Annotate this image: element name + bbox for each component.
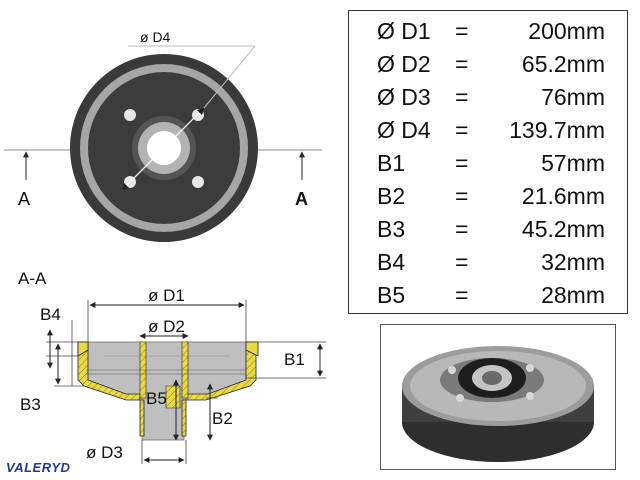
photo-bolt-1	[448, 366, 456, 374]
center-web	[165, 385, 181, 409]
section-label-left: A	[18, 189, 30, 209]
section-title: A-A	[18, 269, 47, 288]
spec-table: Ø D1 = 200mm Ø D2 = 65.2mm Ø D3 = 76mm Ø…	[348, 10, 628, 314]
spec-row-d3: Ø D3 = 76mm	[349, 81, 627, 113]
drum-section-wall	[77, 341, 145, 437]
drum-flange-left	[77, 341, 89, 357]
bolt-hole-2	[192, 109, 204, 121]
spec-row-d4: Ø D4 = 139.7mm	[349, 114, 627, 146]
section-view: A-A ø D1 ø D2 ø D3 B1	[18, 269, 326, 464]
spec-value: 32mm	[541, 249, 605, 275]
spec-row-b1: B1 = 57mm	[349, 147, 627, 179]
spec-value: 28mm	[541, 282, 605, 308]
b4-label: B4	[40, 305, 61, 324]
bolt-hole-1	[124, 109, 136, 121]
spec-equals: =	[455, 216, 469, 242]
spec-equals: =	[455, 117, 469, 143]
drum-flange-right	[245, 341, 259, 357]
spec-row-d2: Ø D2 = 65.2mm	[349, 48, 627, 80]
spec-row-b5: B5 = 28mm	[349, 279, 627, 311]
spec-equals: =	[455, 150, 469, 176]
spec-symbol: Ø D4	[377, 117, 431, 143]
spec-symbol: B3	[377, 216, 406, 242]
spec-value: 45.2mm	[521, 216, 605, 242]
spec-equals: =	[455, 282, 469, 308]
product-photo	[402, 346, 594, 462]
spec-symbol: Ø D3	[377, 84, 431, 110]
front-view: A A ø D4	[4, 29, 322, 242]
spec-equals: =	[455, 183, 469, 209]
spec-row-b2: B2 = 21.6mm	[349, 180, 627, 212]
b1-label: B1	[284, 350, 305, 369]
d2-label: ø D2	[148, 317, 185, 336]
spec-value: 139.7mm	[509, 117, 605, 143]
brand-logo: VALERYD	[6, 460, 71, 475]
spec-symbol: B2	[377, 183, 406, 209]
d1-label: ø D1	[148, 286, 185, 305]
spec-value: 21.6mm	[521, 183, 605, 209]
photo-frame	[380, 324, 616, 470]
spec-value: 57mm	[541, 150, 605, 176]
d3-label: ø D3	[86, 443, 123, 462]
photo-bore	[482, 371, 502, 385]
spec-symbol: B5	[377, 282, 406, 308]
spec-value: 65.2mm	[521, 51, 605, 77]
spec-equals: =	[455, 84, 469, 110]
spec-value: 76mm	[541, 84, 605, 110]
photo-bolt-3	[456, 394, 464, 402]
spec-symbol: B4	[377, 249, 406, 275]
spec-row-b3: B3 = 45.2mm	[349, 213, 627, 245]
d4-label: ø D4	[140, 29, 171, 45]
b3-label: B3	[20, 395, 41, 414]
photo-bolt-4	[526, 392, 534, 400]
bolt-hole-4	[192, 176, 204, 188]
spec-symbol: Ø D1	[377, 18, 431, 44]
spec-equals: =	[455, 249, 469, 275]
d4-dimension-line	[121, 107, 205, 191]
spec-row-b4: B4 = 32mm	[349, 246, 627, 278]
b5-label: B5	[146, 389, 167, 408]
spec-symbol: B1	[377, 150, 406, 176]
section-label-right: A	[295, 189, 308, 209]
b2-label: B2	[212, 409, 233, 428]
photo-bolt-2	[526, 364, 534, 372]
spec-symbol: Ø D2	[377, 51, 431, 77]
d4-leader	[203, 45, 256, 109]
spec-equals: =	[455, 18, 469, 44]
spec-equals: =	[455, 51, 469, 77]
spec-value: 200mm	[528, 18, 605, 44]
spec-row-d1: Ø D1 = 200mm	[349, 15, 627, 47]
